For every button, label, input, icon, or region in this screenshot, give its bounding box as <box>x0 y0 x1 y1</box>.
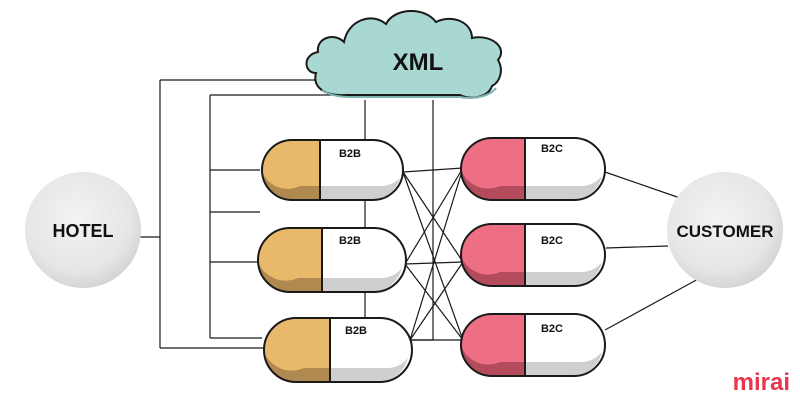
b2b-pill: B2B <box>263 317 413 383</box>
b2c-label: B2C <box>541 143 563 155</box>
b2c-pill: B2C <box>460 223 606 287</box>
b2c-pill: B2C <box>460 313 606 377</box>
connector-lines <box>138 79 701 349</box>
b2b-label: B2B <box>345 325 367 337</box>
hotel-node: HOTEL <box>25 172 141 288</box>
b2b-label: B2B <box>339 235 361 247</box>
xml-cloud: XML <box>305 9 502 99</box>
b2c-label: B2C <box>541 235 563 247</box>
customer-label: CUSTOMER <box>677 222 774 241</box>
customer-node: CUSTOMER <box>667 172 783 288</box>
xml-label: XML <box>393 49 444 76</box>
mirai-logo: mirai <box>733 369 790 396</box>
b2b-pill: B2B <box>257 227 407 293</box>
b2c-label: B2C <box>541 323 563 335</box>
b2b-pill: B2B <box>261 139 404 201</box>
b2c-pill: B2C <box>460 137 606 201</box>
hotel-label: HOTEL <box>53 221 114 241</box>
b2b-label: B2B <box>339 148 361 160</box>
